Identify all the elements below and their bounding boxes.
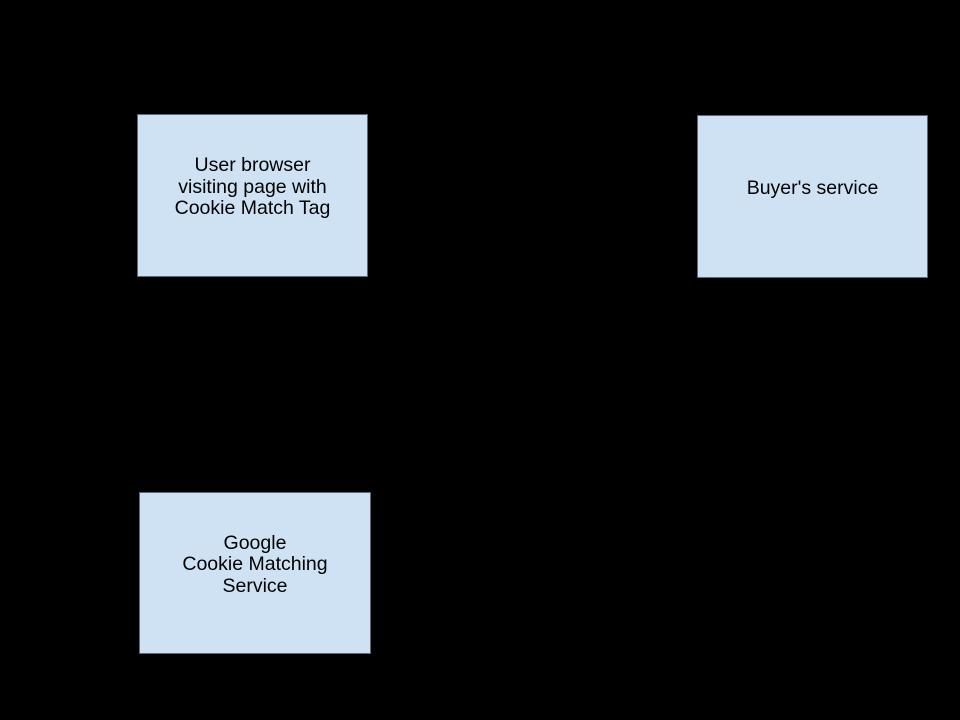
- node-buyers-service: Buyer's service: [697, 115, 928, 278]
- node-google-cookie-matching-service: Google Cookie Matching Service: [139, 492, 371, 654]
- node-user-browser: User browser visiting page with Cookie M…: [137, 114, 368, 277]
- node-user-browser-label: User browser visiting page with Cookie M…: [174, 154, 331, 220]
- node-buyers-service-label: Buyer's service: [746, 176, 879, 199]
- node-google-cookie-matching-service-label: Google Cookie Matching Service: [182, 531, 328, 597]
